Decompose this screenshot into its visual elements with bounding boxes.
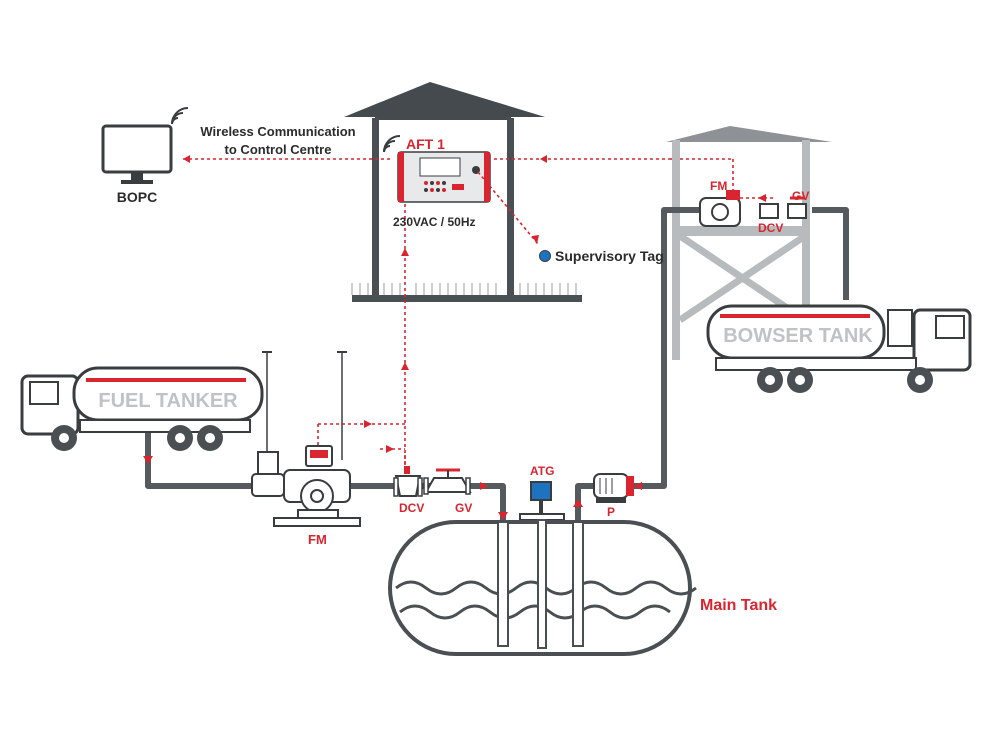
wifi-icon bbox=[383, 135, 401, 153]
dcv-ground-label: DCV bbox=[399, 501, 424, 515]
strainer-icon bbox=[251, 351, 285, 497]
truck-icon bbox=[20, 366, 264, 451]
monitor-icon bbox=[101, 124, 173, 184]
bowser-stand bbox=[666, 126, 832, 360]
gauge-icon bbox=[519, 481, 565, 521]
valve-icon bbox=[759, 196, 807, 219]
valve-icon bbox=[393, 466, 423, 497]
aft-label: AFT 1 bbox=[406, 136, 445, 152]
controller-icon bbox=[397, 151, 491, 203]
wifi-icon bbox=[171, 107, 189, 125]
valve-icon bbox=[423, 468, 472, 495]
fm-tower-label: FM bbox=[710, 179, 727, 193]
bowser-tank-label: BOWSER TANK bbox=[723, 325, 873, 347]
fuel-tanker-label: FUEL TANKER bbox=[98, 390, 238, 412]
signal-lines bbox=[183, 155, 774, 470]
flow-meter-icon bbox=[273, 351, 361, 527]
main-tank bbox=[388, 519, 697, 656]
power-label: 230VAC / 50Hz bbox=[393, 215, 475, 229]
tag-icon bbox=[539, 250, 551, 262]
supervisory-tag-label: Supervisory Tag bbox=[555, 248, 664, 264]
control-shed bbox=[344, 82, 582, 302]
bopc-label: BOPC bbox=[117, 189, 157, 205]
main-tank-label: Main Tank bbox=[700, 597, 777, 614]
gv-ground-label: GV bbox=[455, 501, 472, 515]
wireless-label-line2: to Control Centre bbox=[225, 142, 332, 157]
pump-label: P bbox=[607, 505, 615, 519]
dcv-tower-label: DCV bbox=[758, 221, 783, 235]
atg-label: ATG bbox=[530, 464, 554, 478]
fm-ground-label: FM bbox=[308, 532, 327, 547]
gv-tower-label: GV bbox=[792, 189, 809, 203]
pump-icon bbox=[593, 473, 634, 503]
wireless-label-line1: Wireless Communication bbox=[200, 124, 355, 139]
truck-icon bbox=[706, 304, 972, 393]
flow-meter-icon bbox=[699, 190, 741, 227]
